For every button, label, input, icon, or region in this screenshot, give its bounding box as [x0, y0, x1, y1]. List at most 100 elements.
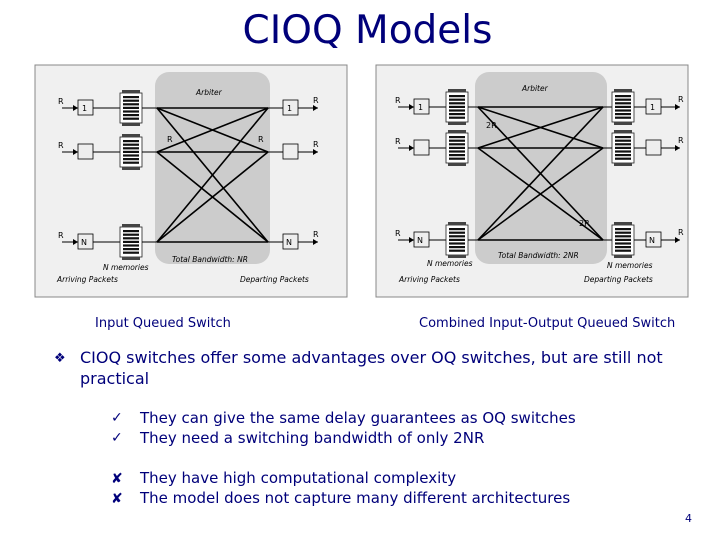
memory-chip-pins [614, 122, 632, 125]
main-point: CIOQ switches offer some advantages over… [80, 348, 663, 388]
memory-chip-pins [448, 122, 466, 125]
input-port [413, 139, 430, 156]
memory-chip-row [449, 95, 465, 98]
cross-icon: ✘ [111, 471, 123, 487]
memory-chip-row [615, 109, 631, 112]
bandwidth-label: Total Bandwidth: NR [172, 255, 248, 264]
memory-chip-row [615, 242, 631, 245]
memory-chip-row [615, 95, 631, 98]
memory-chip-pins [614, 130, 632, 133]
memory-chip-row [123, 161, 139, 164]
memory-chip-row [123, 103, 139, 106]
crossbar-line [477, 147, 604, 241]
memory-chip-pins [448, 130, 466, 133]
memory-chip-row [615, 113, 631, 116]
memory-chip-row [123, 240, 139, 243]
memory-chip-row [449, 109, 465, 112]
con-item: The model does not capture many differen… [140, 489, 571, 507]
bandwidth-label: Total Bandwidth: 2NR [498, 251, 579, 260]
rate-label: R [58, 141, 64, 150]
memory-chip-pins [122, 90, 140, 93]
arbiter-block [475, 72, 607, 264]
memory-chip-pins [122, 134, 140, 137]
memory-chip-row [123, 147, 139, 150]
memory-chip-row [615, 235, 631, 238]
rate-label: R [395, 137, 401, 146]
memory-chip-row [449, 157, 465, 160]
memory-chip-row [615, 139, 631, 142]
memory-chip-row [615, 154, 631, 157]
arrow-head [675, 145, 680, 151]
arbiter-block [155, 72, 270, 264]
rate-label: R [167, 135, 173, 144]
memory-chip-row [449, 235, 465, 238]
rate-label: R [258, 135, 264, 144]
port-label: 1 [418, 103, 423, 112]
memory-chip-row [123, 237, 139, 240]
arrow-head [675, 104, 680, 110]
speedup-label: 2R [579, 219, 590, 228]
rate-label: R [58, 231, 64, 240]
memory-chip-row [123, 230, 139, 233]
memory-chip-pins [122, 123, 140, 126]
memory-chip-row [123, 114, 139, 117]
pro-item: They need a switching bandwidth of only … [140, 429, 485, 447]
memories-label: N memories [607, 261, 653, 270]
memory-chip-row [615, 102, 631, 105]
cioq-caption: Combined Input-Output Queued Switch [419, 316, 676, 331]
rate-label: R [395, 96, 401, 105]
port-label: N [286, 238, 292, 247]
memory-chip-row [615, 105, 631, 108]
rate-label: R [313, 230, 319, 239]
page-number: 4 [685, 512, 692, 525]
memory-chip-row [123, 158, 139, 161]
memory-chip-row [615, 231, 631, 234]
memory-chip-row [449, 238, 465, 241]
memory-chip-row [615, 136, 631, 139]
memory-chip-row [449, 102, 465, 105]
memory-chip [119, 134, 143, 170]
memory-chip [611, 89, 635, 125]
memory-chip-row [615, 146, 631, 149]
input-queued-caption: Input Queued Switch [95, 316, 231, 331]
memory-chip-row [123, 150, 139, 153]
memory-chip-row [615, 150, 631, 153]
memory-chip-row [449, 98, 465, 101]
arbiter-label: Arbiter [195, 88, 223, 97]
slide-title: CIOQ Models [242, 8, 493, 53]
memory-chip [119, 90, 143, 126]
memory-chip-row [449, 143, 465, 146]
arrow-head [675, 237, 680, 243]
output-port [282, 143, 299, 160]
memory-chip-row [449, 249, 465, 252]
memory-chip-pins [614, 222, 632, 225]
departing-label: Departing Packets [240, 275, 309, 284]
rate-label: R [313, 140, 319, 149]
memory-chip-pins [448, 163, 466, 166]
memory-chip [611, 130, 635, 166]
memory-chip-pins [448, 222, 466, 225]
memory-chip-row [123, 110, 139, 113]
arrow-head [409, 145, 414, 151]
arrow-head [409, 104, 414, 110]
memory-chip-row [615, 246, 631, 249]
port-label: N [417, 236, 423, 245]
memory-chip-row [449, 150, 465, 153]
memory-chip-row [615, 228, 631, 231]
memory-chip-pins [122, 224, 140, 227]
port-label: 1 [650, 103, 655, 112]
crossbar-line [156, 107, 269, 153]
memory-chip-row [615, 238, 631, 241]
pro-item: They can give the same delay guarantees … [140, 409, 576, 427]
memories-label: N memories [427, 259, 473, 268]
memory-chip-row [123, 96, 139, 99]
arrow-head [313, 149, 318, 155]
memory-chip-row [123, 248, 139, 251]
memory-chip-pins [614, 163, 632, 166]
memory-chip-row [449, 246, 465, 249]
memories-label: N memories [103, 263, 149, 272]
memory-chip [445, 222, 469, 258]
memory-chip-row [615, 98, 631, 101]
